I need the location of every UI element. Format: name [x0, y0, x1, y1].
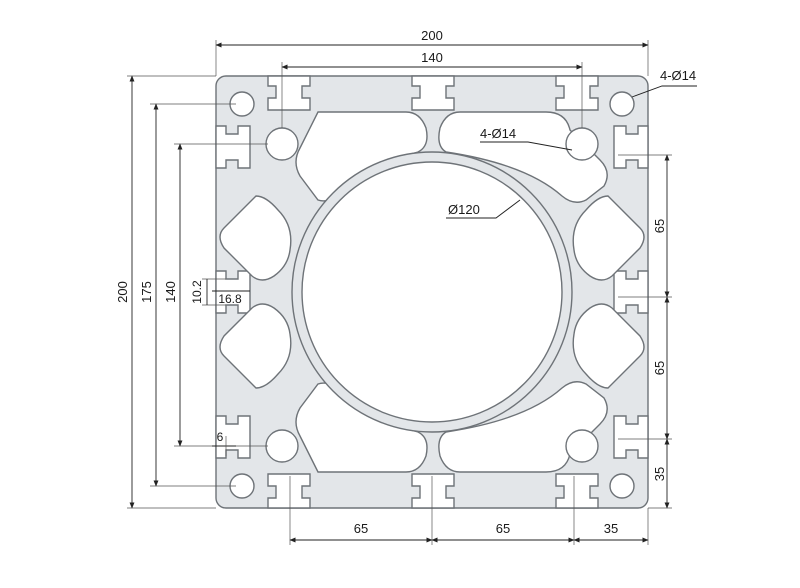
label-right-pitch-lower: 35	[652, 467, 667, 481]
slot-right-lower	[613, 415, 649, 459]
label-inner-holes: 4-Ø14	[480, 126, 516, 141]
corner-hole-bottom-right	[609, 473, 635, 499]
inner-hole-bottom-left	[265, 429, 299, 463]
profile-cross-section	[215, 75, 649, 509]
label-bottom-pitch-right: 35	[604, 521, 618, 536]
cavity-lower-right	[572, 303, 645, 389]
cavity-left	[219, 195, 292, 281]
label-bottom-pitch-mid: 65	[496, 521, 510, 536]
slot-bottom-left	[267, 473, 311, 509]
inner-hole-bottom-right	[565, 429, 599, 463]
label-height-175: 175	[139, 281, 154, 303]
leader-outer-holes	[631, 85, 697, 98]
slot-left-upper	[215, 125, 251, 169]
center-bore	[301, 161, 563, 423]
leader-center-bore	[446, 199, 521, 219]
label-outer-holes: 4-Ø14	[660, 68, 696, 83]
label-slot-width: 16.8	[218, 292, 242, 306]
cavity-lower-left	[219, 303, 292, 389]
label-center-bore: Ø120	[448, 202, 480, 217]
dimension-labels: 200 140 200 175 140 10.2 16.8 6 65 65 35…	[115, 28, 696, 536]
leader-inner-holes	[480, 141, 573, 151]
cavity-bottom-right	[438, 381, 608, 473]
cavity-right	[572, 195, 645, 281]
label-slot-depth: 10.2	[190, 280, 204, 304]
label-right-pitch-middle: 65	[652, 361, 667, 375]
label-overall-height: 200	[115, 281, 130, 303]
label-overall-width: 200	[421, 28, 443, 43]
slot-top-right	[555, 75, 599, 111]
slot-bottom-middle	[411, 473, 455, 509]
label-bottom-pitch-left: 65	[354, 521, 368, 536]
inner-hole-top-right	[565, 127, 599, 161]
slot-top-left	[267, 75, 311, 111]
slot-left-lower	[215, 415, 251, 459]
slot-bottom-right	[555, 473, 599, 509]
dimension-lines	[127, 40, 697, 545]
cavity-top-right	[438, 111, 608, 203]
inner-hole-top-left	[265, 127, 299, 161]
slot-top-middle	[411, 75, 455, 111]
label-wall-thickness: 6	[217, 430, 224, 444]
label-top-pitch: 140	[421, 50, 443, 65]
slot-right-upper	[613, 125, 649, 169]
label-right-pitch-upper: 65	[652, 219, 667, 233]
label-height-140: 140	[163, 281, 178, 303]
corner-hole-top-right	[609, 91, 635, 117]
